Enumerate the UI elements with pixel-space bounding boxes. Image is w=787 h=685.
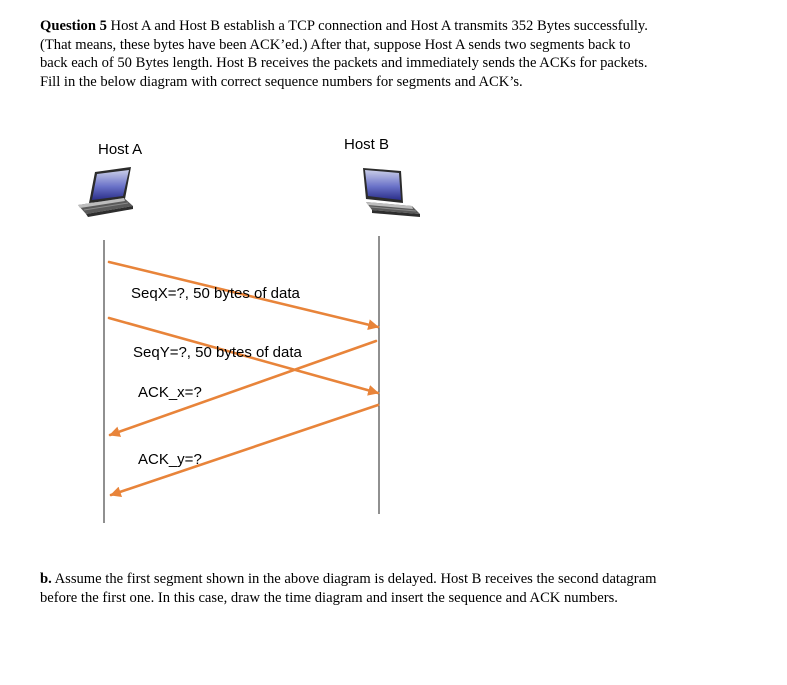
host-b-label: Host B [344, 136, 390, 153]
question-text: Question 5 Host A and Host B establish a… [40, 17, 648, 91]
question-label: Question 5 [40, 18, 107, 34]
question-line-3: back each of 50 Bytes length. Host B rec… [40, 55, 648, 71]
host-b-computer-icon [363, 168, 420, 217]
question-line-2: (That means, these bytes have been ACK’e… [40, 36, 631, 53]
ack-1-label: ACK_x=? [138, 384, 202, 401]
part-b-line-1: b. Assume the first segment shown in the… [40, 571, 657, 587]
segment-2-arrow [107, 316, 380, 396]
segment-1-arrow [107, 260, 380, 330]
host-a-computer-icon [78, 167, 133, 217]
segment-2-label: SeqY=?, 50 bytes of data [133, 344, 302, 361]
ack-2-arrow [109, 403, 380, 498]
question-line-1: Question 5 Host A and Host B establish a… [40, 18, 648, 34]
part-b-text: b. Assume the first segment shown in the… [40, 570, 656, 607]
part-b-line-2: before the first one. In this case, draw… [40, 589, 618, 606]
part-b-label: b. [40, 571, 52, 587]
segment-1-label: SeqX=?, 50 bytes of data [131, 285, 300, 302]
question-line-4: Fill in the below diagram with correct s… [40, 73, 523, 90]
ack-1-arrow [108, 339, 378, 437]
ack-2-label: ACK_y=? [138, 451, 202, 468]
host-a-label: Host A [98, 141, 143, 158]
